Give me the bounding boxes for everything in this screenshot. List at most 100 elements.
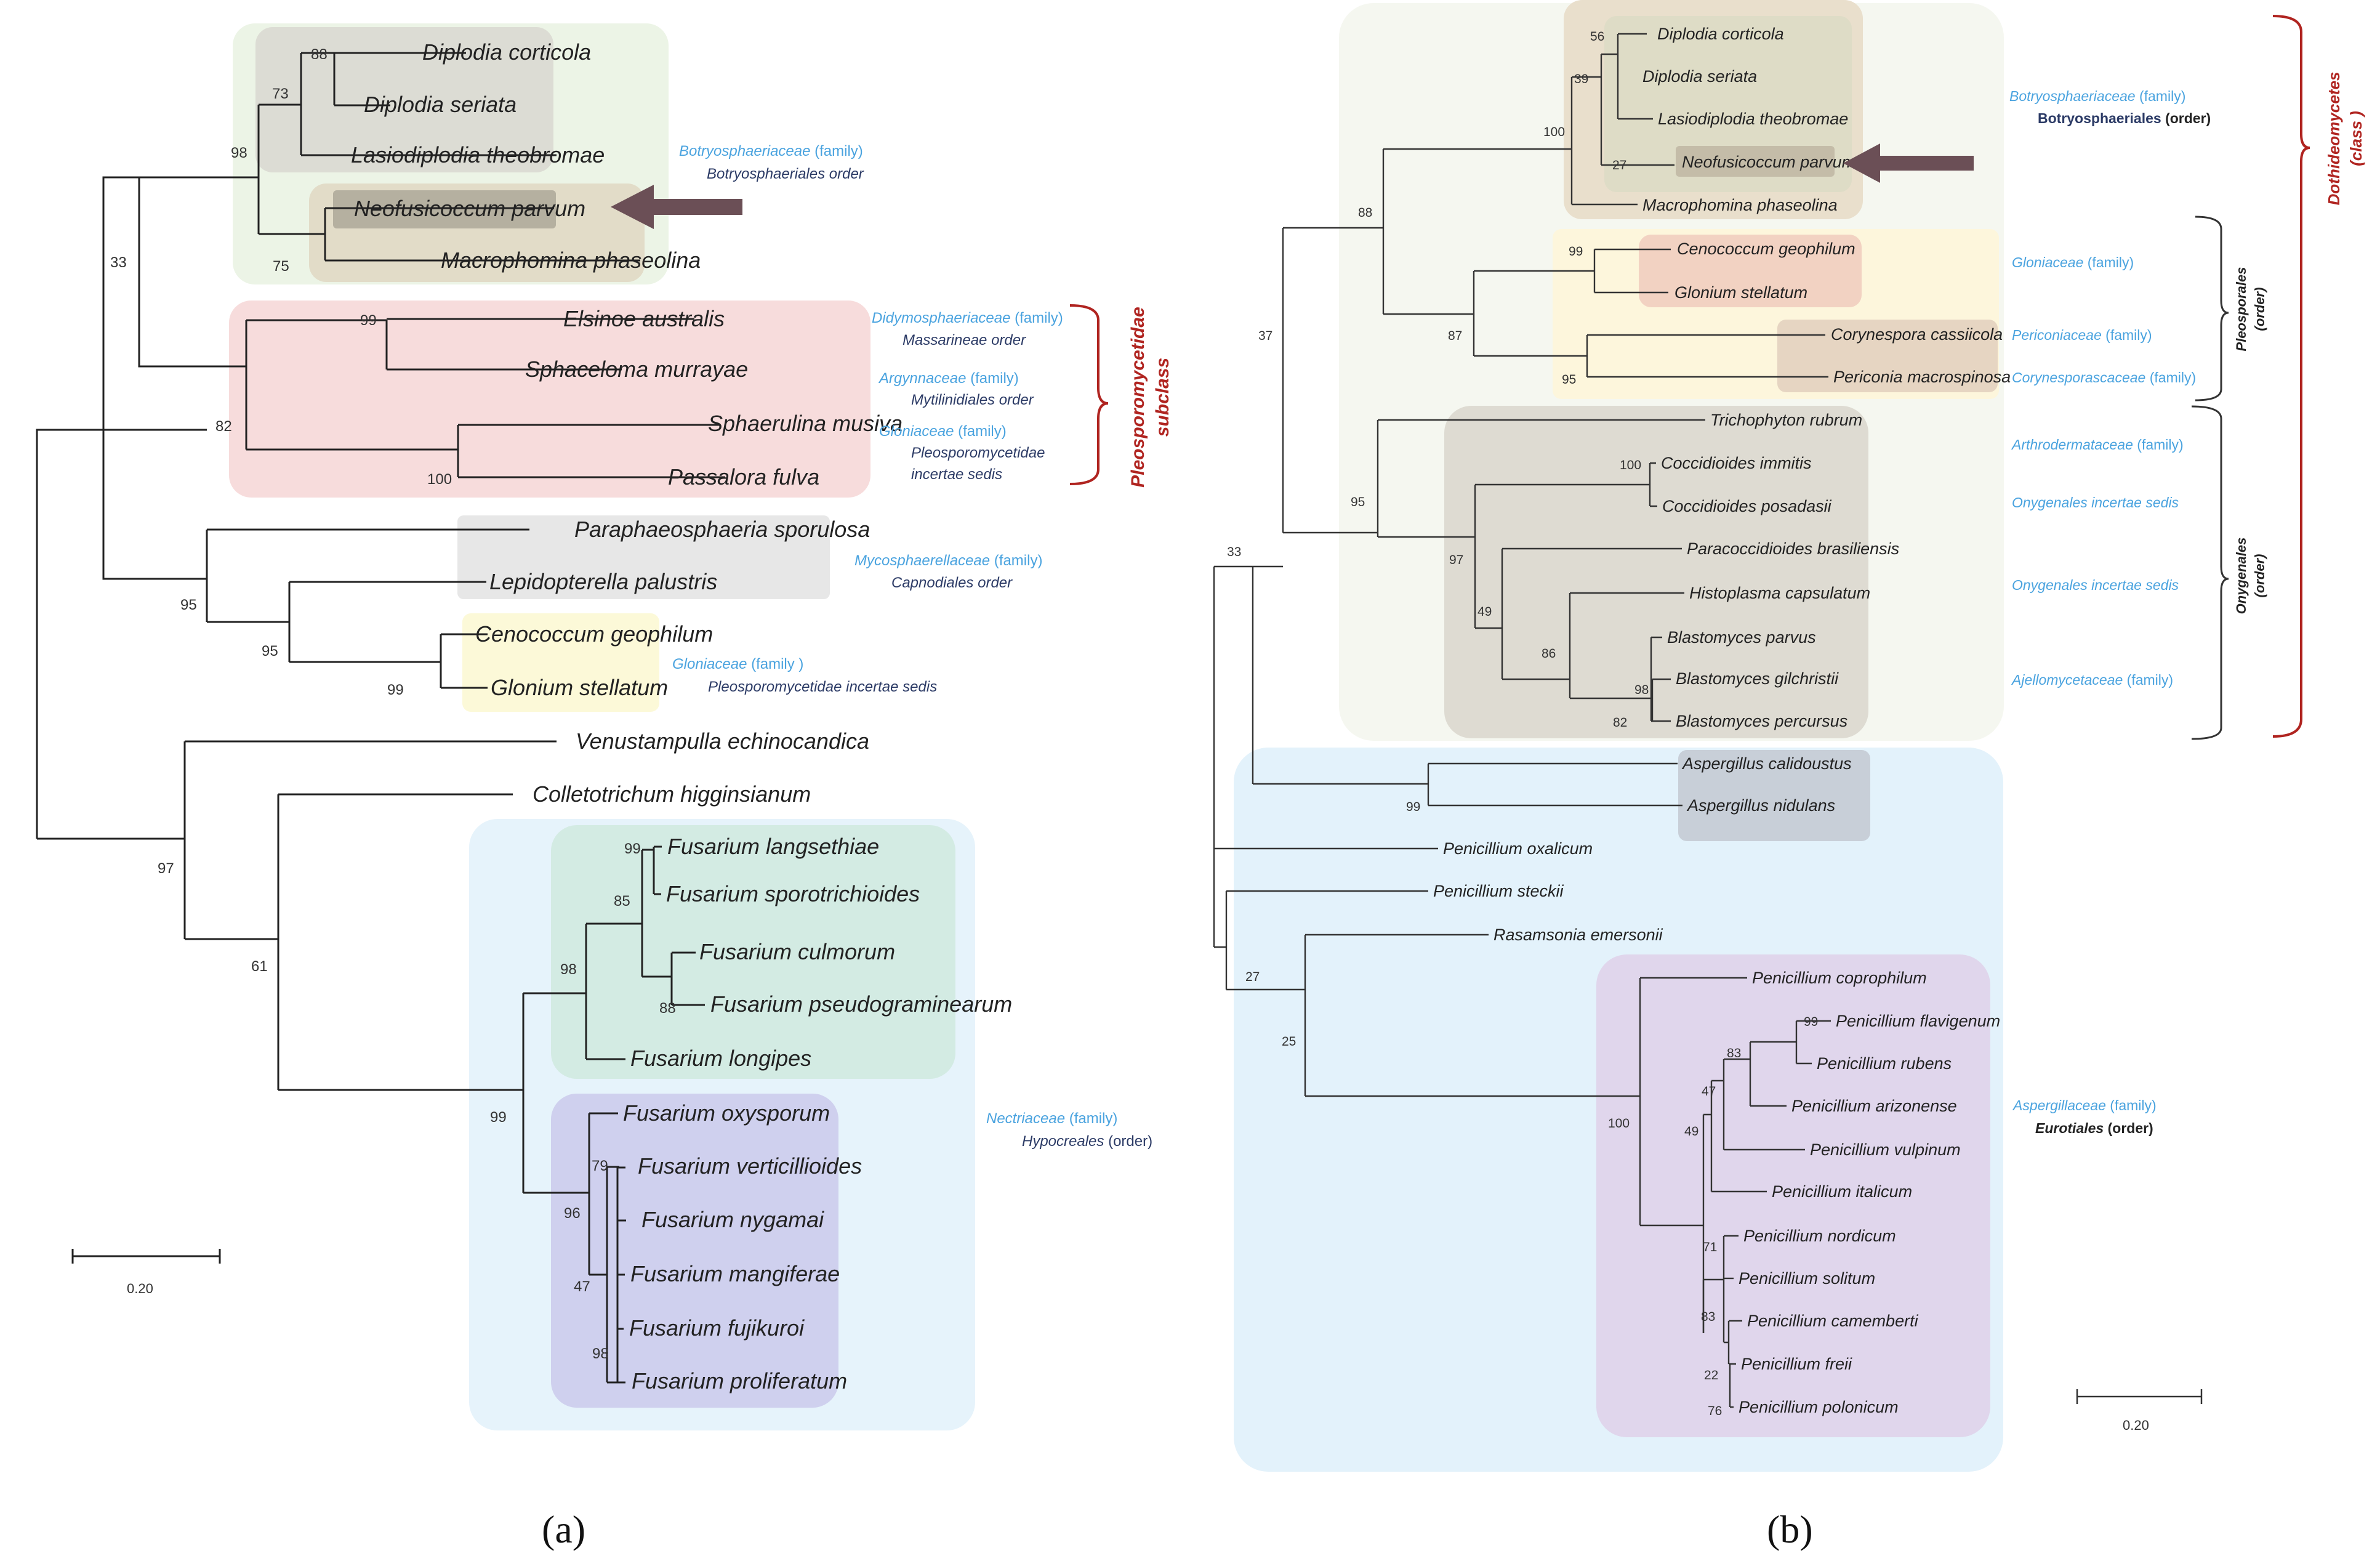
taxon-cenococcum-geophilum: Cenococcum geophilum — [475, 621, 713, 647]
bootstrap-value: 88 — [311, 46, 328, 63]
tree-a-taxa: Diplodia corticola Diplodia seriata Lasi… — [351, 39, 1012, 1394]
taxon-lasiodiplodia-theobromae: Lasiodiplodia theobromae — [351, 142, 605, 167]
taxon-penicillium-nordicum: Penicillium nordicum — [1743, 1227, 1896, 1245]
bootstrap-value: 100 — [1543, 125, 1565, 139]
bootstrap-value: 73 — [272, 86, 289, 102]
subclass-label: subclass — [1152, 358, 1173, 437]
bootstrap-value: 99 — [1569, 244, 1583, 259]
taxon-glonium-stellatum: Glonium stellatum — [1674, 283, 1807, 302]
tree-a-annotations: Botryosphaeriaceae (family) Botryosphaer… — [672, 143, 1152, 1150]
taxon-cenococcum-geophilum: Cenococcum geophilum — [1677, 240, 1855, 258]
bracket-pleosporales: Pleosporales (order) — [2195, 216, 2267, 401]
bracket-dothideomycetes: Dothideomycetes (class ) — [2272, 15, 2365, 738]
taxon-sphaceloma-murrayae: Sphaceloma murrayae — [525, 357, 748, 382]
annotation-family: Corynesporascaceae (family) — [2012, 369, 2196, 385]
bracket-onygenales: Onygenales (order) — [2191, 405, 2267, 740]
taxon-penicillium-solitum: Penicillium solitum — [1739, 1269, 1875, 1288]
bootstrap-value: 95 — [262, 643, 278, 659]
tree-b-annotations: Botryosphaeriaceae (family) Botryosphaer… — [2009, 88, 2211, 1136]
scale-label: 0.20 — [127, 1281, 153, 1296]
annotation-family: Gloniaceae (family) — [2012, 254, 2134, 270]
bootstrap-value: 83 — [1727, 1046, 1741, 1060]
annotation-family: Argynnaceae (family) — [878, 370, 1019, 387]
clade-box-fusarium-1 — [551, 825, 955, 1079]
bootstrap-value: 82 — [1613, 716, 1627, 730]
class-label: (class ) — [2347, 111, 2365, 166]
taxon-fusarium-nygamai: Fusarium nygamai — [641, 1207, 824, 1232]
annotation-family: Botryosphaeriaceae (family) — [679, 143, 863, 159]
annotation-family: Botryosphaeriaceae (family) — [2009, 88, 2185, 104]
taxon-diplodia-corticola: Diplodia corticola — [1657, 25, 1784, 43]
taxon-periconia-macrospinosa: Periconia macrospinosa — [1833, 368, 2011, 386]
bootstrap-value: 33 — [110, 254, 127, 271]
bootstrap-value: 25 — [1282, 1035, 1296, 1049]
tree-a-bootstrap: 88 73 98 75 33 99 82 100 95 95 99 97 61 … — [110, 46, 676, 1362]
taxon-fusarium-sporotrichioides: Fusarium sporotrichioides — [666, 881, 920, 906]
bootstrap-value: 82 — [215, 418, 232, 435]
annotation-family: Nectriaceae (family) — [986, 1110, 1117, 1127]
taxon-histoplasma-capsulatum: Histoplasma capsulatum — [1689, 584, 1870, 602]
bootstrap-value: 76 — [1708, 1404, 1722, 1418]
bootstrap-value: 95 — [1351, 495, 1365, 509]
taxon-colletotrichum-higginsianum: Colletotrichum higginsianum — [533, 781, 811, 807]
annotation-order: Botryosphaeriales (order) — [2038, 110, 2211, 126]
taxon-fusarium-verticillioides: Fusarium verticillioides — [638, 1153, 862, 1179]
taxon-lasiodiplodia-theobromae: Lasiodiplodia theobromae — [1658, 110, 1848, 128]
bootstrap-value: 95 — [180, 597, 197, 613]
bootstrap-value: 98 — [560, 961, 577, 978]
panel-label-a: (a) — [542, 1507, 585, 1551]
taxon-fusarium-mangiferae: Fusarium mangiferae — [630, 1261, 840, 1286]
tree-b-bootstrap: 56 39 100 27 88 99 87 95 37 100 95 97 49… — [1227, 30, 1818, 1418]
bracket-label: Pleosporales — [2233, 267, 2249, 352]
bootstrap-value: 87 — [1448, 329, 1462, 343]
bootstrap-value: 85 — [614, 893, 630, 910]
bootstrap-value: 39 — [1574, 72, 1588, 86]
bootstrap-value: 27 — [1612, 158, 1626, 172]
bootstrap-value: 88 — [1358, 206, 1372, 220]
annotation-order: Capnodiales order — [891, 575, 1013, 591]
taxon-penicillium-coprophilum: Penicillium coprophilum — [1752, 969, 1927, 987]
taxon-fusarium-longipes: Fusarium longipes — [630, 1046, 811, 1071]
bootstrap-value: 49 — [1477, 605, 1492, 619]
scale-bar-a: 0.20 — [71, 1249, 221, 1296]
taxon-fusarium-langsethiae: Fusarium langsethiae — [667, 834, 879, 859]
annotation-family: Didymosphaeriaceae (family) — [872, 310, 1063, 326]
annotation-order: Eurotiales (order) — [2035, 1120, 2153, 1136]
bootstrap-value: 56 — [1590, 30, 1604, 44]
taxon-diplodia-seriata: Diplodia seriata — [1642, 67, 1757, 86]
taxon-trichophyton-rubrum: Trichophyton rubrum — [1710, 411, 1862, 429]
annotation-family: Gloniaceae (family ) — [672, 656, 803, 672]
panel-a: Diplodia corticola Diplodia seriata Lasi… — [36, 23, 1173, 1551]
bootstrap-value: 33 — [1227, 545, 1241, 559]
taxon-aspergillus-calidoustus: Aspergillus calidoustus — [1681, 754, 1852, 773]
taxon-neofusicoccum-parvum: Neofusicoccum parvum — [354, 196, 585, 221]
taxon-fusarium-culmorum: Fusarium culmorum — [699, 939, 895, 964]
taxon-penicillium-oxalicum: Penicillium oxalicum — [1443, 839, 1593, 858]
taxon-coccidioides-posadasii: Coccidioides posadasii — [1662, 497, 1832, 515]
taxon-fusarium-oxysporum: Fusarium oxysporum — [623, 1100, 830, 1126]
taxon-penicillium-steckii: Penicillium steckii — [1433, 882, 1564, 900]
bootstrap-value: 47 — [574, 1278, 590, 1295]
annotation-family: Aspergillaceae (family) — [2012, 1097, 2157, 1113]
bootstrap-value: 97 — [158, 860, 174, 877]
bootstrap-value: 47 — [1702, 1084, 1716, 1099]
bracket-label: (order) — [2252, 288, 2267, 331]
clade-box-onygenales — [1444, 406, 1868, 738]
bootstrap-value: 99 — [624, 841, 641, 857]
bracket-pleosporomycetidae: Pleosporomycetidae subclass — [1069, 304, 1173, 488]
taxon-penicillium-freii: Penicillium freii — [1741, 1355, 1852, 1373]
taxon-aspergillus-nidulans: Aspergillus nidulans — [1686, 796, 1835, 815]
annotation-family: Arthrodermataceae (family) — [2011, 437, 2184, 453]
bracket-label: Onygenales — [2233, 538, 2249, 615]
bootstrap-value: 99 — [1804, 1015, 1818, 1029]
bootstrap-value: 100 — [1620, 458, 1641, 472]
clade-box-aspergillus — [1678, 750, 1870, 841]
scale-label: 0.20 — [2123, 1418, 2149, 1433]
taxon-penicillium-arizonense: Penicillium arizonense — [1791, 1097, 1957, 1115]
clade-box-mycosphaerellaceae — [457, 515, 830, 599]
bootstrap-value: 98 — [1634, 683, 1649, 697]
bootstrap-value: 49 — [1684, 1124, 1699, 1139]
annotation-order: Massarineae order — [903, 332, 1026, 349]
bootstrap-value: 86 — [1542, 647, 1556, 661]
taxon-macrophomina-phaseolina: Macrophomina phaseolina — [441, 248, 701, 273]
